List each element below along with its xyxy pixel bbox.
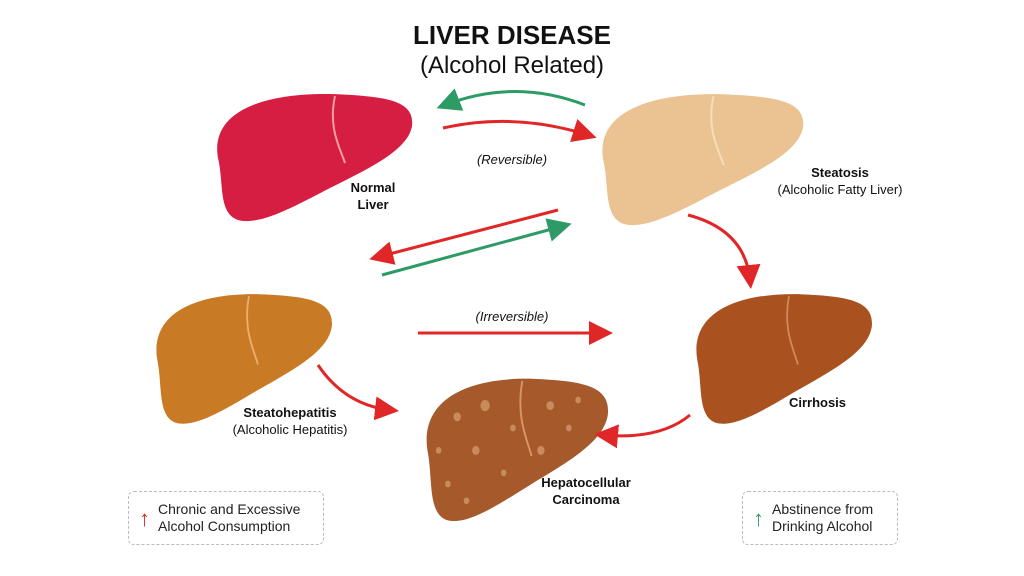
- label-line: (Alcoholic Fatty Liver): [777, 182, 903, 197]
- irreversible-label: (Irreversible): [475, 309, 549, 324]
- legend-line: Chronic and Excessive: [158, 501, 301, 517]
- red-up-arrow-icon: ↑: [139, 505, 150, 531]
- red-arrow-normal-to-steatosis: [442, 119, 597, 142]
- normal-liver: [217, 93, 413, 222]
- legend-line: Drinking Alcohol: [772, 518, 873, 534]
- cirrhosis-label: Cirrhosis: [788, 395, 847, 410]
- label-line: Carcinoma: [552, 492, 620, 507]
- steatohepatitis-label: Steatohepatitis (Alcoholic Hepatitis): [210, 404, 370, 438]
- red-arrow-steatohepatitis-to-hcc: [316, 364, 399, 421]
- title: LIVER DISEASE: [413, 20, 611, 50]
- subtitle: (Alcohol Related): [419, 52, 605, 79]
- label-line: Steatosis: [811, 165, 869, 180]
- label-line: Hepatocellular: [541, 475, 631, 490]
- hcc-liver: [426, 378, 609, 522]
- green-up-arrow-icon: ↑: [753, 505, 764, 531]
- reversible-label: (Reversible): [476, 152, 548, 167]
- legend-line: Alcohol Consumption: [158, 518, 291, 534]
- legend-line: Abstinence from: [772, 501, 874, 517]
- steatohepatitis-liver: [156, 294, 332, 424]
- label-line: (Alcoholic Hepatitis): [232, 422, 348, 437]
- label-line: Normal: [350, 180, 396, 195]
- label-line: Steatohepatitis: [243, 405, 337, 420]
- steatosis-liver: [602, 94, 804, 226]
- green-arrow-steatosis-to-normal: [436, 88, 586, 111]
- red-arrow-steatosis-to-steatohepatitis: [369, 208, 559, 265]
- red-arrow-cirrhosis-to-hcc: [594, 413, 691, 449]
- green-arrow-steatohepatitis-to-steatosis: [381, 218, 572, 277]
- red-arrow-steatosis-to-cirrhosis: [687, 213, 761, 289]
- cirrhosis-liver: [696, 294, 872, 424]
- steatosis-label: Steatosis (Alcoholic Fatty Liver): [770, 164, 910, 198]
- label-line: Liver: [357, 197, 389, 212]
